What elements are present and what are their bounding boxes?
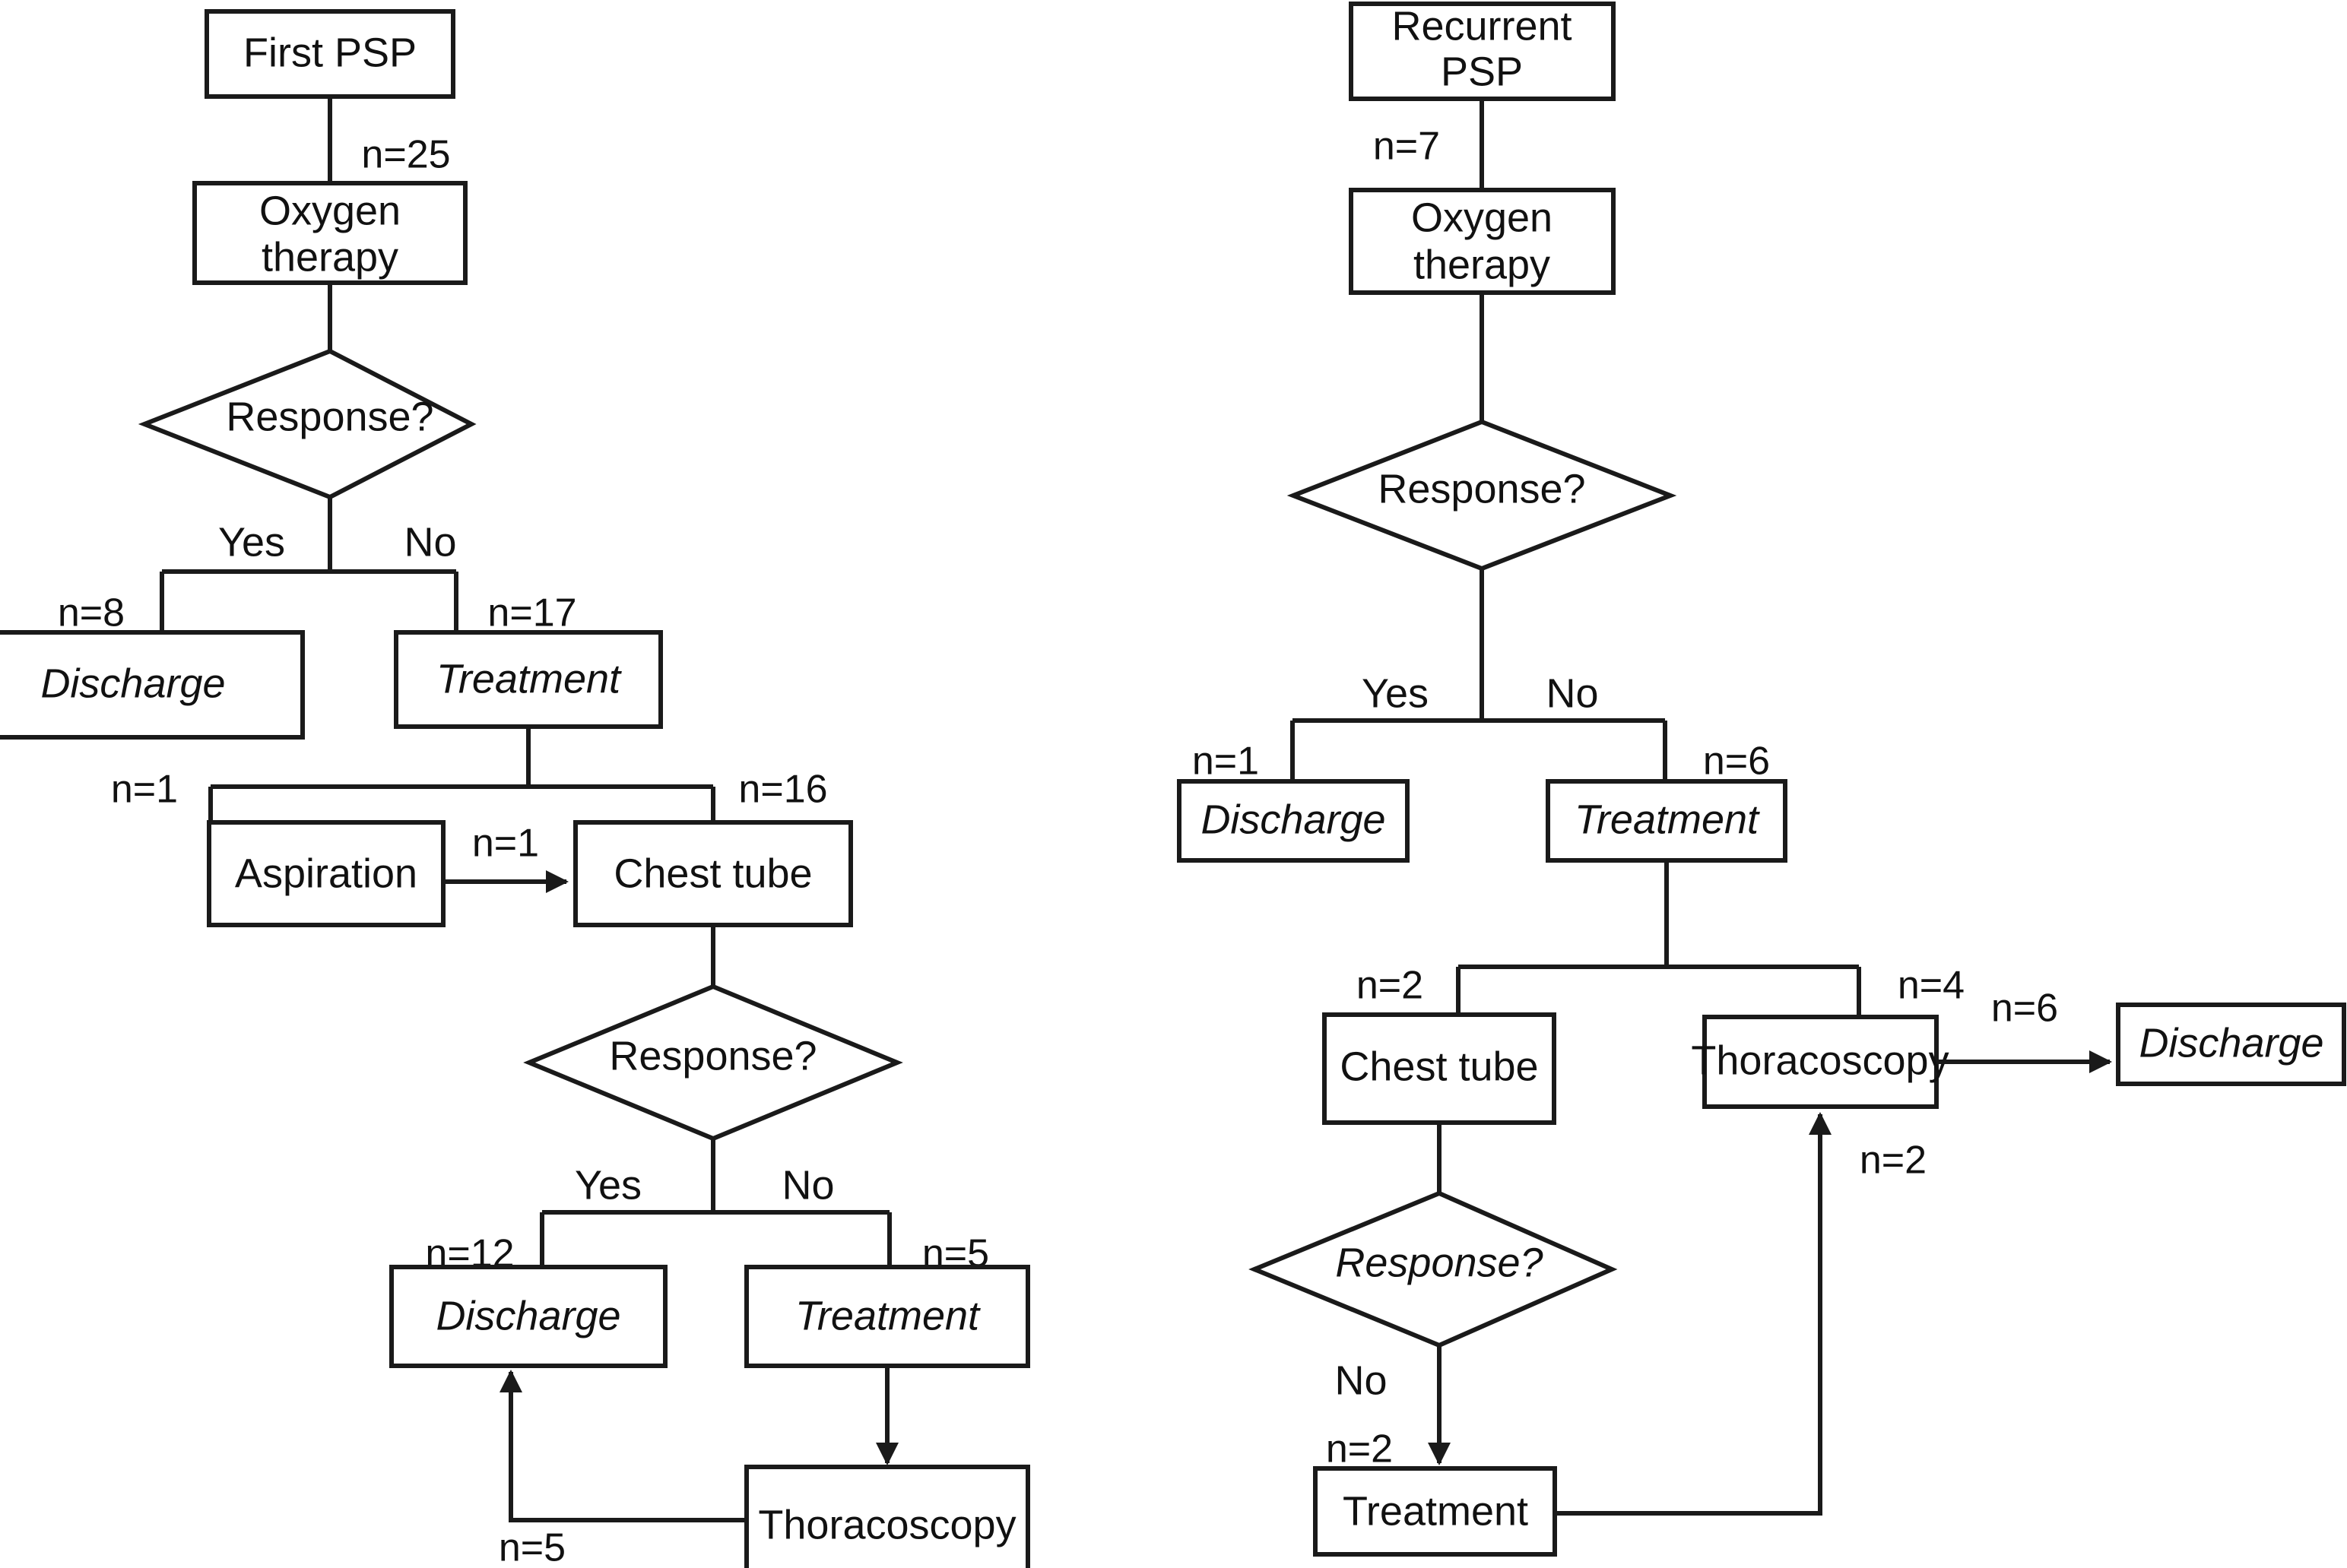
edge-count-first-to-oxygen: n=25 bbox=[361, 133, 450, 177]
branch-label-yes-2-left: Yes bbox=[575, 1162, 642, 1208]
edge-split-response-1-left bbox=[162, 497, 456, 574]
node-oxygen-therapy-right-line1: Oxygen bbox=[1411, 195, 1553, 240]
node-oxygen-therapy-right bbox=[1349, 188, 1616, 295]
node-discharge-2-right-label: Discharge bbox=[2139, 1020, 2323, 1066]
edge-split-response-2-left bbox=[542, 1139, 890, 1215]
edge-count-thoracoscopy-to-discharge-left: n=5 bbox=[499, 1526, 566, 1568]
edge-count-recurrent-to-oxygen: n=7 bbox=[1373, 125, 1440, 169]
node-thoracoscopy-left bbox=[744, 1465, 1030, 1568]
edge-treatment-2-to-thoracoscopy-right bbox=[1555, 1112, 1832, 1516]
edge-count-no-to-treatment-left: n=17 bbox=[487, 591, 576, 635]
node-response-1-left-label: Response? bbox=[226, 394, 433, 439]
node-discharge-1-right bbox=[1177, 779, 1410, 863]
edge-count-chest-no-to-treatment-right: n=2 bbox=[1326, 1427, 1393, 1471]
node-discharge-2-left-label: Discharge bbox=[436, 1293, 620, 1338]
node-treatment-2-right-label: Treatment bbox=[1343, 1488, 1528, 1534]
node-treatment-1-left-label: Treatment bbox=[436, 656, 622, 702]
branch-label-no-2-right: No bbox=[1334, 1357, 1387, 1403]
node-chest-tube-right-label: Chest tube bbox=[1340, 1044, 1538, 1089]
edge-count-treatment-to-chest-tube-left: n=16 bbox=[738, 768, 827, 812]
node-discharge-1-right-label: Discharge bbox=[1200, 797, 1385, 842]
node-oxygen-therapy-left bbox=[192, 181, 468, 285]
node-treatment-1-right-label: Treatment bbox=[1575, 797, 1760, 842]
node-aspiration-label: Aspiration bbox=[235, 851, 417, 896]
node-discharge-2-left bbox=[389, 1265, 668, 1368]
node-aspiration bbox=[207, 820, 446, 927]
branch-label-no-2-left: No bbox=[782, 1162, 834, 1208]
node-discharge-1-left bbox=[0, 630, 305, 740]
edge-count-treatment-to-thoracoscopy-right: n=4 bbox=[1898, 964, 1965, 1008]
edge-count-treatment-to-thoracoscopy-2-right: n=2 bbox=[1860, 1139, 1927, 1183]
node-first-psp bbox=[205, 9, 455, 99]
node-treatment-2-right bbox=[1313, 1466, 1557, 1557]
node-thoracoscopy-right-label: Thoracoscopy bbox=[1691, 1037, 1949, 1083]
node-recurrent-psp-line1: Recurrent bbox=[1391, 3, 1572, 49]
edge-split-treatment-1-left bbox=[211, 727, 713, 789]
edge-split-treatment-1-right bbox=[1458, 860, 1859, 969]
node-treatment-2-left bbox=[744, 1265, 1030, 1368]
branch-label-no-1-right: No bbox=[1546, 670, 1598, 716]
node-discharge-1-left-label: Discharge bbox=[40, 660, 225, 706]
edge-count-thoracoscopy-to-discharge-right: n=6 bbox=[1991, 987, 2058, 1031]
node-discharge-2-right bbox=[2116, 1003, 2346, 1086]
node-response-1-right-label: Response? bbox=[1378, 466, 1585, 512]
node-chest-tube-left bbox=[573, 820, 853, 927]
node-oxygen-therapy-left-line2: therapy bbox=[262, 234, 398, 280]
edge-count-treatment-to-aspiration: n=1 bbox=[111, 768, 178, 812]
node-recurrent-psp-line2: PSP bbox=[1441, 49, 1523, 94]
edge-count-yes-to-discharge-right: n=1 bbox=[1192, 740, 1259, 784]
node-first-psp-label: First PSP bbox=[243, 30, 417, 75]
node-response-2-right-label: Response? bbox=[1335, 1240, 1543, 1285]
node-oxygen-therapy-left-line1: Oxygen bbox=[259, 188, 401, 233]
edge-thoracoscopy-to-discharge-left bbox=[500, 1370, 747, 1522]
edge-count-yes-to-discharge-left: n=8 bbox=[58, 591, 125, 635]
node-thoracoscopy-left-label: Thoracoscopy bbox=[758, 1502, 1016, 1547]
node-oxygen-therapy-right-line2: therapy bbox=[1413, 242, 1550, 287]
edge-split-response-1-right bbox=[1292, 569, 1665, 723]
branch-label-yes-1-right: Yes bbox=[1362, 670, 1429, 716]
edge-count-aspiration-to-chest-tube: n=1 bbox=[472, 822, 539, 866]
node-thoracoscopy-right bbox=[1702, 1015, 1939, 1109]
branch-label-no-1-left: No bbox=[404, 519, 456, 565]
edge-count-no-to-treatment-right: n=6 bbox=[1703, 740, 1770, 784]
edge-count-treatment-to-chest-tube-right: n=2 bbox=[1356, 964, 1423, 1008]
node-treatment-1-right bbox=[1546, 779, 1787, 863]
branch-label-yes-1-left: Yes bbox=[218, 519, 285, 565]
node-chest-tube-left-label: Chest tube bbox=[614, 851, 812, 896]
node-treatment-2-left-label: Treatment bbox=[795, 1293, 981, 1338]
node-response-2-left-label: Response? bbox=[609, 1033, 817, 1079]
